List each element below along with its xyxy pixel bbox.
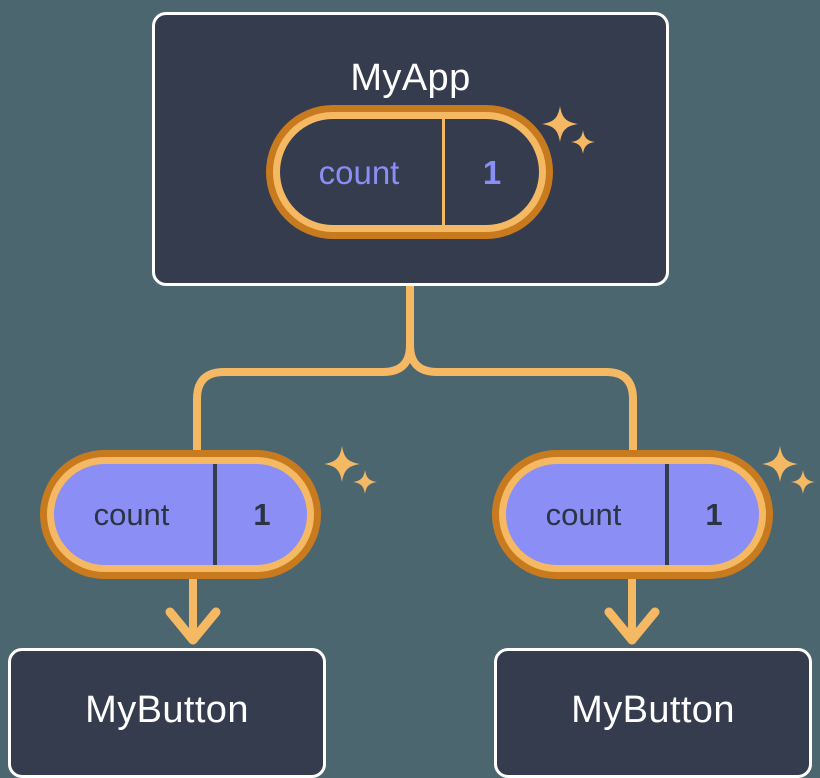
state-name-label: count bbox=[93, 497, 170, 532]
component-title-mybutton-left: MyButton bbox=[85, 689, 249, 731]
state-pill-body: count 1 bbox=[54, 464, 307, 565]
arrow-left-head bbox=[165, 607, 221, 645]
state-pill-inner-ring: count 1 bbox=[273, 112, 546, 232]
state-value-label: 1 bbox=[442, 119, 539, 225]
state-pill-inner-ring: count 1 bbox=[499, 457, 766, 572]
connector-tree-path-right bbox=[406, 282, 637, 456]
sparkle-small-icon bbox=[353, 470, 377, 494]
component-box-mybutton-left[interactable]: MyButton bbox=[8, 648, 326, 778]
state-value-label: 1 bbox=[665, 464, 759, 565]
sparkle-large-icon bbox=[324, 446, 360, 482]
state-value-label: 1 bbox=[213, 464, 307, 565]
state-pill-child-right[interactable]: count 1 bbox=[492, 450, 773, 579]
state-name-label: count bbox=[318, 153, 400, 191]
state-name-label: count bbox=[545, 497, 622, 532]
component-title-myapp: MyApp bbox=[350, 57, 471, 99]
state-pill-myapp[interactable]: count 1 bbox=[266, 105, 553, 239]
connector-tree-path bbox=[193, 282, 414, 456]
state-pill-body: count 1 bbox=[280, 119, 539, 225]
component-title-mybutton-right: MyButton bbox=[571, 689, 735, 731]
sparkle-group-child-left bbox=[320, 440, 384, 509]
sparkle-large-icon bbox=[762, 446, 798, 482]
state-pill-inner-ring: count 1 bbox=[47, 457, 314, 572]
state-pill-body: count 1 bbox=[506, 464, 759, 565]
component-box-mybutton-right[interactable]: MyButton bbox=[494, 648, 812, 778]
sparkle-small-icon bbox=[791, 470, 815, 494]
arrow-right-head bbox=[604, 607, 660, 645]
state-pill-child-left[interactable]: count 1 bbox=[40, 450, 321, 579]
